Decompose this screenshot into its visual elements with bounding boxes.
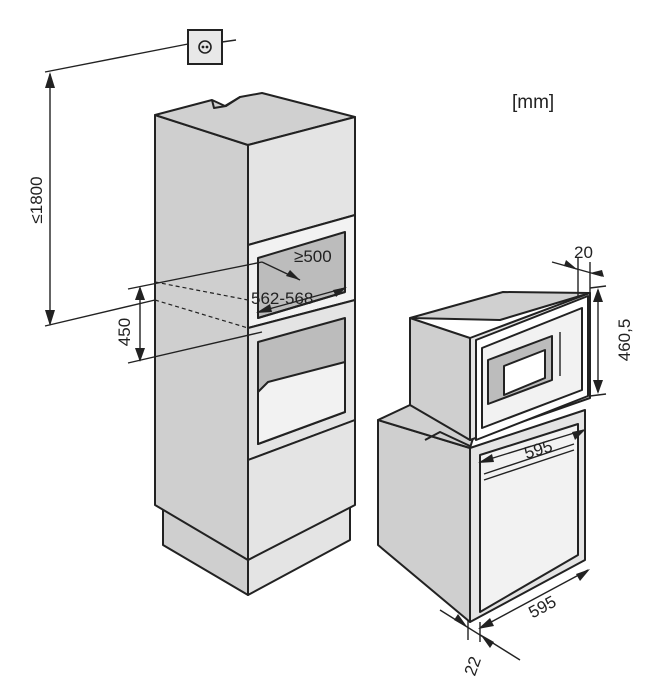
microwave-unit [409,291,591,441]
niche-opening-height-label: 450 [115,318,134,346]
niche-width-label: 562-568 [251,289,313,308]
dimension-22: 22 [439,609,521,678]
dimension-460-5: 460,5 [589,285,634,397]
niche-depth-min-label: ≥500 [294,247,332,266]
niche-height-max-label: ≤1800 [27,176,46,223]
units-label: [mm] [512,92,554,113]
appliance-depth-bottom-label: 22 [461,654,485,678]
appliance-depth-front-label: 20 [574,243,593,262]
appliance-height-label: 460,5 [615,319,634,362]
dimension-500: ≥500 [261,247,332,281]
dimension-20: 20 [551,243,604,296]
dimension-595-top: 595 [478,429,586,463]
appliance-width-bottom-label: 595 [525,592,559,622]
dimension-1800: ≤1800 [27,72,156,327]
tall-cabinet [154,92,356,596]
dimension-562-568: 562-568 [251,287,347,313]
oven-unit [377,404,586,623]
dimension-450: 450 [115,261,263,364]
socket-icon [198,40,212,54]
wall-socket [44,29,237,73]
